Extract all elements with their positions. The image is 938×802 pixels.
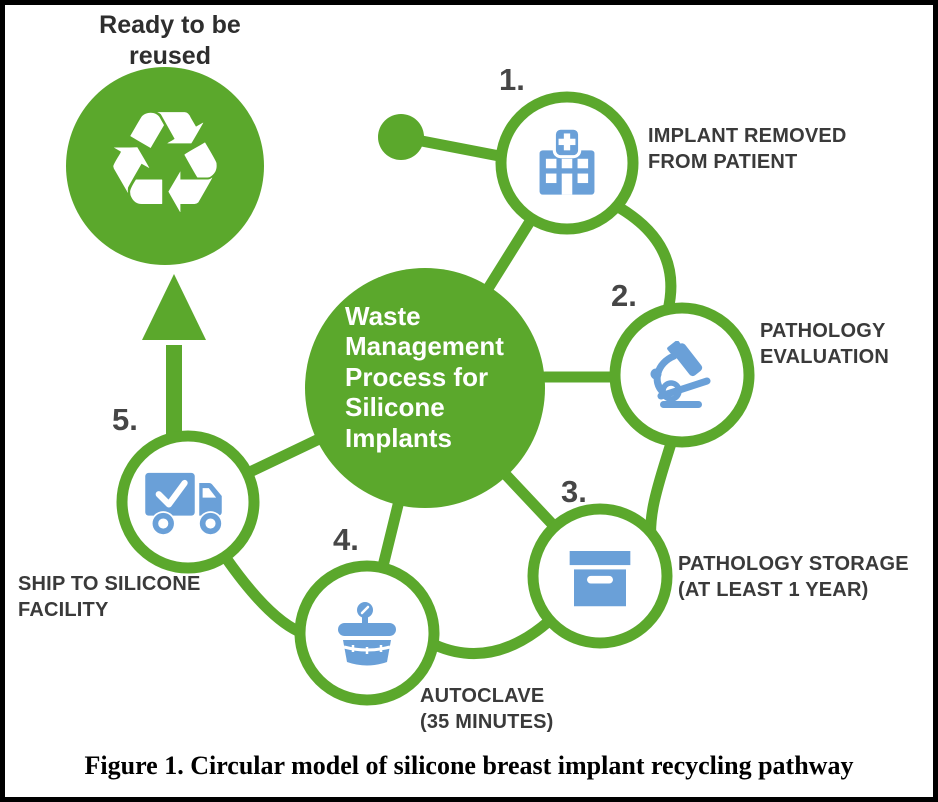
microscope-icon (647, 341, 719, 413)
connector-step1-step2 (614, 202, 677, 316)
spoke-center-step5 (244, 434, 323, 478)
spoke-center-step4 (377, 499, 404, 572)
figure-caption: Figure 1. Circular model of silicone bre… (84, 751, 854, 780)
start-dot (378, 114, 424, 160)
step-5-number: 5. (112, 402, 138, 437)
storage-box-icon (561, 538, 639, 616)
step-2-circle (609, 302, 755, 448)
step-3-number: 3. (561, 474, 587, 509)
delivery-truck-icon (143, 461, 233, 541)
step-2-label: PATHOLOGY EVALUATION (760, 320, 890, 368)
connector-step3-step4 (429, 616, 554, 660)
step-2-number: 2. (611, 278, 637, 313)
recycle-circle (66, 67, 264, 265)
center-circle (305, 268, 545, 508)
step-1-label: IMPLANT REMOVED FROM PATIENT (648, 125, 847, 173)
ready-to-be-reused-label: Ready to be reused (99, 11, 241, 70)
recycle-icon: ♻ (101, 84, 229, 243)
step-4-label: AUTOCLAVE (35 MINUTES) (420, 685, 554, 733)
step-1-number: 1. (499, 62, 525, 97)
spoke-center-step1 (483, 217, 535, 293)
autoclave-icon (331, 599, 403, 671)
hospital-icon (529, 125, 605, 201)
center-title: Waste Management Process for Silicone Im… (345, 301, 504, 453)
step-4-number: 4. (333, 522, 359, 557)
step-5-label: SHIP TO SILICONE FACILITY (18, 573, 201, 621)
arrow-head (142, 274, 206, 340)
connector-step5-step4 (220, 552, 306, 638)
spoke-center-step3 (501, 470, 560, 532)
step-3-label: PATHOLOGY STORAGE (AT LEAST 1 YEAR) (678, 553, 909, 601)
